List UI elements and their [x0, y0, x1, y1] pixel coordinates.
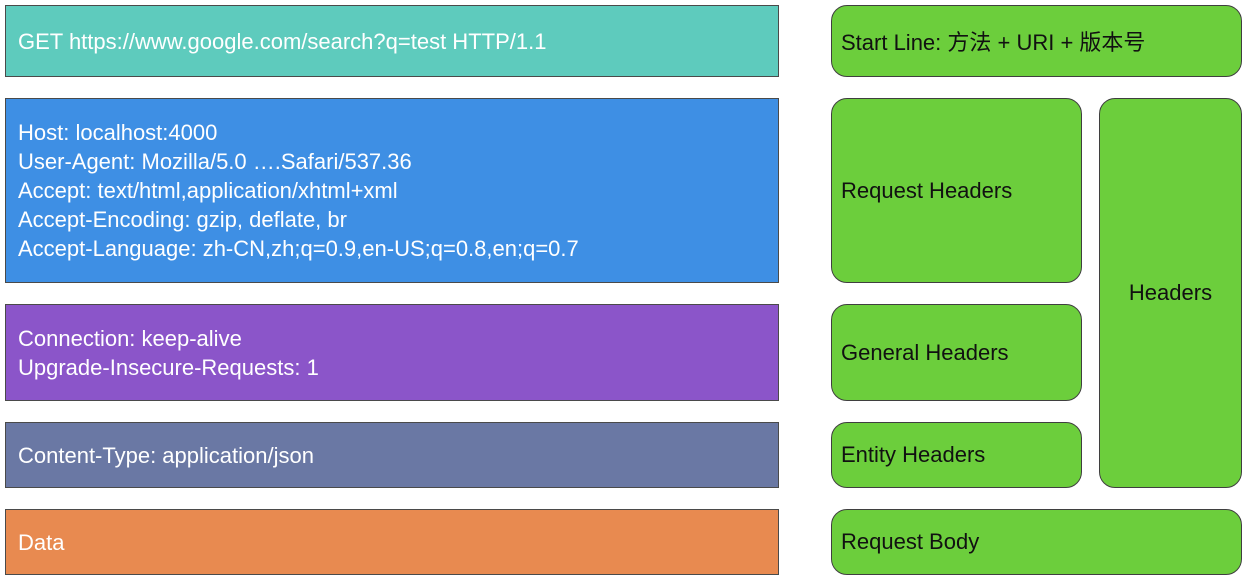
header-line-accept: Accept: text/html,application/xhtml+xml: [18, 178, 398, 203]
body-box: Data: [5, 509, 779, 575]
headers-group-label: Headers: [1099, 98, 1242, 488]
header-line-accept-encoding: Accept-Encoding: gzip, deflate, br: [18, 207, 347, 232]
request-body-label: Request Body: [831, 509, 1242, 575]
header-line-content-type: Content-Type: application/json: [18, 442, 314, 468]
header-line-host: Host: localhost:4000: [18, 120, 218, 145]
request-headers-label: Request Headers: [831, 98, 1082, 283]
header-line-user-agent: User-Agent: Mozilla/5.0 ….Safari/537.36: [18, 149, 412, 174]
header-line-connection: Connection: keep-alive: [18, 325, 242, 351]
body-text: Data: [18, 529, 65, 555]
request-headers-box: Host: localhost:4000 User-Agent: Mozilla…: [5, 98, 779, 283]
header-line-accept-language: Accept-Language: zh-CN,zh;q=0.9,en-US;q=…: [18, 236, 579, 261]
entity-headers-box: Content-Type: application/json: [5, 422, 779, 488]
general-headers-label: General Headers: [831, 304, 1082, 401]
start-line-box: GET https://www.google.com/search?q=test…: [5, 5, 779, 77]
start-line-label: Start Line: 方法 + URI + 版本号: [831, 5, 1242, 77]
header-line-upgrade-insecure: Upgrade-Insecure-Requests: 1: [18, 354, 319, 380]
start-line-text: GET https://www.google.com/search?q=test…: [18, 28, 547, 54]
entity-headers-label: Entity Headers: [831, 422, 1082, 488]
general-headers-box: Connection: keep-alive Upgrade-Insecure-…: [5, 304, 779, 401]
